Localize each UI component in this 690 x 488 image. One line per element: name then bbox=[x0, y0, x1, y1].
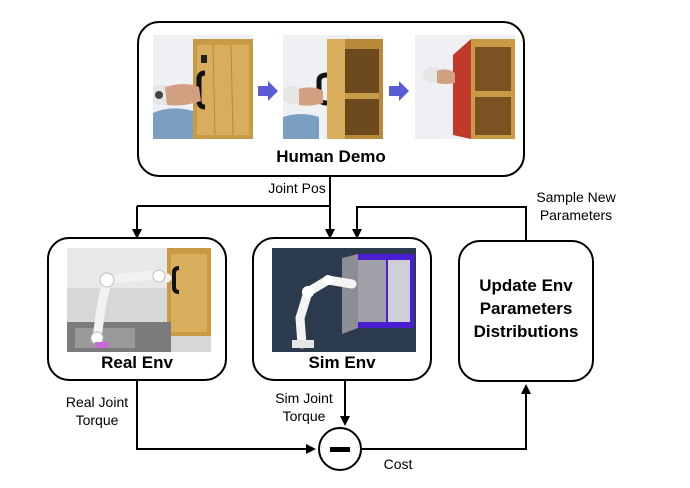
minus-node bbox=[318, 427, 362, 471]
right-arrow-icon-shape bbox=[258, 81, 278, 101]
sample-params-arrow bbox=[352, 206, 527, 240]
real-env-box: Real Env bbox=[47, 237, 227, 381]
sim-env-photo bbox=[272, 248, 416, 352]
update-env-box: Update Env Parameters Distributions bbox=[458, 240, 594, 382]
demo-photo-2 bbox=[283, 35, 383, 139]
human-demo-label: Human Demo bbox=[276, 147, 386, 166]
cost-label: Cost bbox=[383, 456, 413, 472]
real-torque-line-2: Torque bbox=[75, 412, 119, 428]
right-arrow-icon-shape bbox=[389, 81, 409, 101]
demo-photo-3 bbox=[415, 35, 515, 139]
joint-pos-label: Joint Pos bbox=[268, 180, 326, 196]
right-arrow-icon bbox=[389, 81, 409, 101]
sim-scene bbox=[272, 248, 416, 352]
human-demo-box: Human Demo bbox=[137, 21, 525, 177]
cost-arrow bbox=[362, 384, 531, 450]
update-env-line-2: Parameters bbox=[479, 299, 573, 318]
minus-icon bbox=[330, 447, 350, 452]
sample-new-line-2: Parameters bbox=[539, 207, 613, 223]
real-torque-line-1: Real Joint bbox=[65, 394, 129, 410]
real-env-photo bbox=[67, 248, 211, 352]
update-env-label: Update Env Parameters Distributions bbox=[460, 274, 592, 343]
sim-env-box: Sim Env bbox=[252, 237, 432, 381]
right-arrow-icon bbox=[258, 81, 278, 101]
demo-photo-1 bbox=[153, 35, 253, 139]
update-env-line-1: Update Env bbox=[479, 276, 573, 295]
sim-env-label: Sim Env bbox=[308, 353, 376, 372]
sim-torque-line-2: Torque bbox=[282, 408, 326, 424]
update-env-line-3: Distributions bbox=[473, 322, 579, 341]
sample-new-label: Sample New Parameters bbox=[528, 188, 624, 224]
sim-torque-label: Sim Joint Torque bbox=[268, 389, 340, 425]
real-env-label: Real Env bbox=[101, 353, 173, 372]
sim-torque-line-1: Sim Joint bbox=[275, 390, 333, 406]
real-torque-label: Real Joint Torque bbox=[58, 393, 136, 429]
sample-new-line-1: Sample New bbox=[536, 189, 616, 205]
real-torque-arrow bbox=[136, 381, 316, 454]
